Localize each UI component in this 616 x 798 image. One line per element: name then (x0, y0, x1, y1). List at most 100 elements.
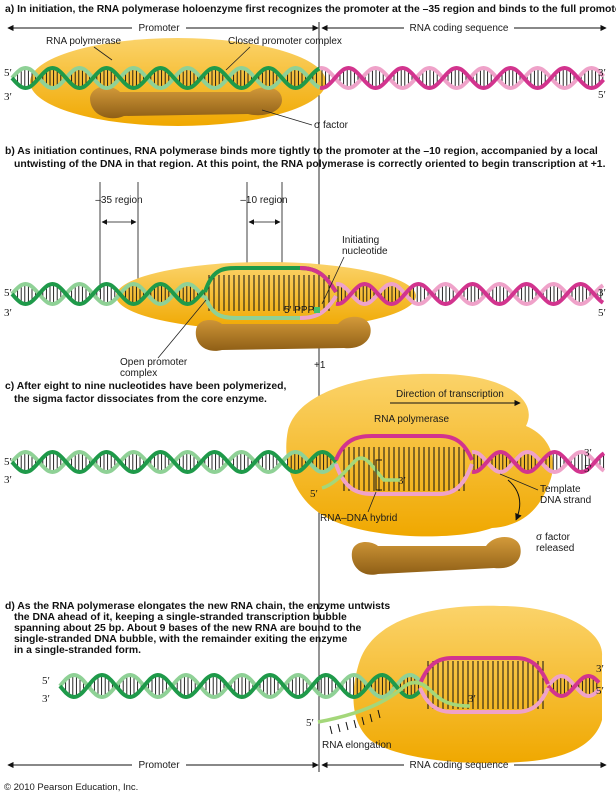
panel-a: a) In initiation, the RNA polymerase hol… (4, 4, 616, 131)
panel-c-label-rna-polymerase: RNA polymerase (374, 414, 449, 425)
panel-b-label-region35: –35 region (95, 195, 142, 206)
panel-b-label-initiating-line2: nucleotide (342, 246, 388, 257)
panel-c-end-5-right: 5′ (584, 463, 592, 475)
panel-c-caption-line1: c) After eight to nine nucleotides have … (5, 381, 286, 392)
panel-b-sigma-factor (195, 316, 371, 351)
panel-a-sigma-factor (90, 86, 282, 119)
header-bar: Promoter RNA coding sequence (7, 23, 607, 34)
panel-c-end-3-right: 3′ (584, 447, 592, 459)
panel-c-rna-5: 5′ (310, 488, 318, 500)
panel-b-transcription-bubble (203, 266, 338, 320)
header-coding-label: RNA coding sequence (410, 23, 509, 34)
panel-c-pointer-hybrid (367, 491, 377, 513)
panel-a-dna (10, 65, 605, 91)
panel-d: d) As the RNA polymerase elongates the n… (5, 601, 604, 764)
dna-strand-back (546, 673, 601, 699)
panel-c-rna-3: 3′ (398, 475, 406, 487)
panel-b-caption-line1: b) As initiation continues, RNA polymera… (5, 146, 598, 157)
bubble-base-rungs (208, 275, 330, 311)
panel-a-end-3-right: 3′ (598, 67, 606, 79)
panel-d-end-5-left: 5′ (42, 675, 50, 687)
bubble-base-rungs (427, 661, 544, 709)
panel-c-rna-strand (321, 456, 400, 490)
dna-strand-back (10, 281, 206, 307)
panel-c-label-sigma-line1: σ factor (536, 532, 571, 543)
panel-d-caption-line5: in a single-stranded form. (14, 645, 141, 656)
panel-a-pointer-sigma (261, 109, 313, 126)
panel-b-label-plus-one: +1 (314, 360, 326, 371)
panel-a-end-3-left: 3′ (4, 91, 12, 103)
panel-b-end-3-left: 3′ (4, 307, 12, 319)
panel-c-rna-polymerase (286, 373, 554, 537)
panel-b-end-3-right: 3′ (598, 287, 606, 299)
panel-d-rna-strand (317, 680, 471, 724)
panel-a-pointer-closed-complex (225, 46, 251, 71)
dna-strand-back (335, 281, 605, 307)
panel-c-caption-line2: the sigma factor dissociates from the co… (14, 394, 267, 405)
panel-c-label-hybrid: RNA–DNA hybrid (320, 513, 397, 524)
dna-strand-back (10, 65, 321, 91)
panel-c-label-direction: Direction of transcription (396, 389, 504, 400)
panel-d-caption-line4: single-stranded DNA bubble, with the rem… (14, 634, 348, 645)
panel-d-end-3-right: 3′ (596, 663, 604, 675)
panel-d-rna-5: 5′ (306, 717, 314, 729)
panel-d-caption-line3: spanning about 25 bp. About 9 bases of t… (14, 623, 362, 634)
panel-b-dna (10, 281, 605, 307)
dna-strand-front (58, 672, 422, 700)
panel-a-pointer-rna-polymerase (93, 46, 113, 61)
footer-promoter-label: Promoter (138, 760, 180, 771)
panel-c-label-template-line1: Template (540, 484, 581, 495)
panel-b-label-open-line2: complex (120, 368, 157, 379)
panel-c-label-template-line2: DNA strand (540, 495, 591, 506)
panel-b-pointer-open (157, 299, 207, 359)
dna-strand-front (10, 449, 338, 475)
panel-c-end-5-left: 5′ (4, 456, 12, 468)
panel-a-label-sigma: σ factor (314, 120, 349, 131)
panel-b: b) As initiation continues, RNA polymera… (4, 146, 606, 379)
panel-a-end-5-left: 5′ (4, 67, 12, 79)
footer-bar: Promoter RNA coding sequence © 2010 Pear… (4, 760, 607, 793)
dna-strand-front (471, 449, 606, 475)
dna-strand-front (319, 65, 605, 91)
panel-c-end-3-left: 3′ (4, 474, 12, 486)
dna-strand-back (58, 672, 422, 700)
panel-c-dna (10, 449, 606, 475)
footer-coding-label: RNA coding sequence (410, 760, 509, 771)
panel-a-end-5-right: 5′ (598, 89, 606, 101)
panel-b-end-5-left: 5′ (4, 287, 12, 299)
dna-strand-back (471, 449, 606, 475)
dna-strand-front (10, 65, 321, 91)
footer-copyright: © 2010 Pearson Education, Inc. (4, 782, 138, 793)
panel-d-transcription-bubble (317, 656, 550, 735)
panel-a-label-rna-polymerase: RNA polymerase (46, 36, 121, 47)
dna-strand-front (546, 673, 601, 699)
panel-b-end-5-right: 5′ (598, 307, 606, 319)
panel-c-pointer-template (499, 473, 539, 491)
panel-c-sigma-release-arrow (507, 479, 522, 521)
panel-b-initiating-nucleotide-mark (314, 307, 320, 313)
panel-d-caption-line1: d) As the RNA polymerase elongates the n… (5, 601, 390, 612)
header-promoter-label: Promoter (138, 23, 180, 34)
panel-b-caption-line2: untwisting of the DNA in that region. At… (14, 159, 606, 170)
panel-d-dna (58, 672, 601, 700)
panel-a-caption: a) In initiation, the RNA polymerase hol… (5, 4, 616, 15)
panel-c-label-sigma-line2: released (536, 543, 574, 554)
panel-c-transcription-bubble (321, 434, 474, 496)
panel-d-caption-line2: the DNA ahead of it, keeping a single-st… (14, 612, 347, 623)
panel-b-label-region10: –10 region (240, 195, 287, 206)
panel-c-sigma-factor-released (351, 537, 521, 575)
panel-d-rna-bases (329, 709, 381, 735)
dna-strand-front (335, 281, 605, 307)
dna-strand-front (10, 281, 206, 307)
panel-d-label-elongation: RNA elongation (322, 740, 392, 751)
panel-b-label-open-line1: Open promoter (120, 357, 188, 368)
panel-b-label-ppp: 5′ PPP (284, 305, 315, 316)
panel-b-pointer-initiating (321, 256, 345, 305)
bubble-base-rungs (343, 447, 465, 491)
panel-b-label-initiating-line1: Initiating (342, 235, 379, 246)
dna-strand-back (319, 65, 605, 91)
panel-a-label-closed-complex: Closed promoter complex (228, 36, 342, 47)
panel-d-rna-3: 3′ (468, 693, 476, 705)
panel-d-end-3-left: 3′ (42, 693, 50, 705)
